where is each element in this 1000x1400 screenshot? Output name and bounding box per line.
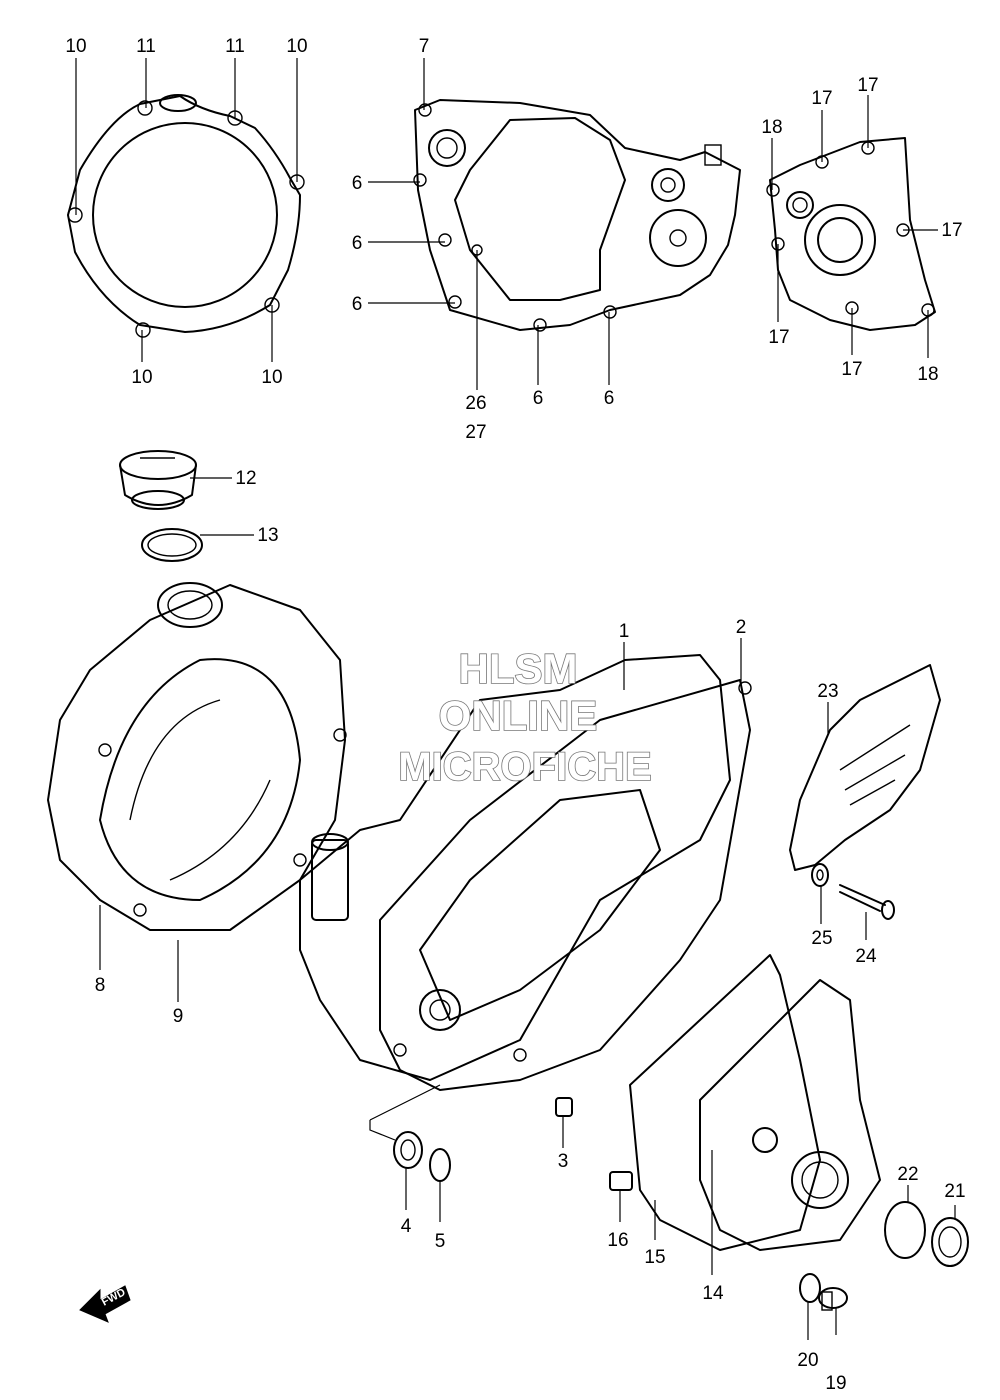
callout-4: 4	[401, 1216, 412, 1237]
callout-18-a: 18	[761, 117, 782, 138]
callout-12: 12	[235, 468, 256, 489]
clutch-cover	[47, 582, 347, 931]
callout-6-b: 6	[352, 233, 363, 254]
clutch-cover-gasket-top	[67, 94, 305, 338]
pump-cover-gasket-top	[766, 137, 936, 331]
callouts: 10 11 11 10 10 10 7 6 6 6 6 6 26 27 18 1…	[65, 36, 965, 1394]
callout-21: 21	[944, 1181, 965, 1202]
callout-24: 24	[855, 946, 877, 967]
crankcase-gasket	[379, 679, 752, 1091]
callout-6-e: 6	[604, 388, 615, 409]
dowel-pin-2	[609, 1171, 633, 1191]
callout-10-c: 10	[131, 367, 152, 388]
drain-bolt	[818, 1287, 848, 1311]
callout-7: 7	[419, 36, 430, 57]
callout-8: 8	[95, 975, 106, 996]
callout-5: 5	[435, 1231, 446, 1252]
callout-17-d: 17	[768, 327, 789, 348]
callout-10-a: 10	[65, 36, 86, 57]
callout-6-d: 6	[533, 388, 544, 409]
callout-25: 25	[811, 928, 832, 949]
callout-11-a: 11	[136, 36, 156, 57]
oil-filler-cap	[119, 450, 197, 510]
watermark-line2: ONLINE	[439, 692, 598, 739]
callout-17-c: 17	[941, 220, 962, 241]
callout-6-a: 6	[352, 173, 363, 194]
callout-15: 15	[644, 1247, 665, 1268]
callout-22: 22	[897, 1164, 918, 1185]
callout-16: 16	[607, 1230, 628, 1251]
fwd-arrow-icon	[79, 1285, 131, 1323]
callout-2: 2	[736, 617, 747, 638]
callout-11-b: 11	[225, 36, 245, 57]
o-ring	[141, 528, 203, 562]
oil-seal	[393, 1131, 423, 1169]
callout-3: 3	[558, 1151, 569, 1172]
watermark-line3: MICROFICHE	[398, 745, 651, 789]
leader-lines	[75, 58, 956, 1340]
callout-18-b: 18	[917, 364, 938, 385]
callout-20: 20	[797, 1350, 818, 1371]
pump-cover	[699, 979, 881, 1251]
callout-17-e: 17	[841, 359, 862, 380]
callout-6-c: 6	[352, 294, 363, 315]
washer	[811, 863, 829, 887]
callout-17-a: 17	[811, 88, 832, 109]
crankcase-gasket-top	[413, 99, 741, 332]
cap-o-ring	[884, 1201, 926, 1259]
callout-26: 26	[465, 393, 486, 414]
callout-17-b: 17	[857, 75, 878, 96]
callout-19: 19	[825, 1373, 846, 1394]
callout-14: 14	[702, 1283, 724, 1304]
callout-10-b: 10	[286, 36, 307, 57]
crankcase	[299, 654, 731, 1081]
callout-9: 9	[173, 1006, 184, 1027]
pump-cover-gasket	[629, 954, 821, 1251]
watermark: HLSM ONLINE MICROFICHE	[398, 644, 653, 790]
callout-27: 27	[465, 422, 486, 443]
circlip	[429, 1148, 451, 1182]
fwd-arrow: FWD	[79, 1285, 131, 1323]
guard	[789, 664, 941, 871]
callout-13: 13	[257, 525, 278, 546]
callout-23: 23	[817, 681, 838, 702]
bolt	[839, 884, 895, 920]
callout-1: 1	[619, 621, 630, 642]
callout-10-d: 10	[261, 367, 282, 388]
cap	[931, 1217, 969, 1267]
watermark-line1: HLSM	[459, 645, 578, 692]
dowel-pin	[555, 1097, 573, 1117]
gasket-washer	[799, 1273, 821, 1303]
